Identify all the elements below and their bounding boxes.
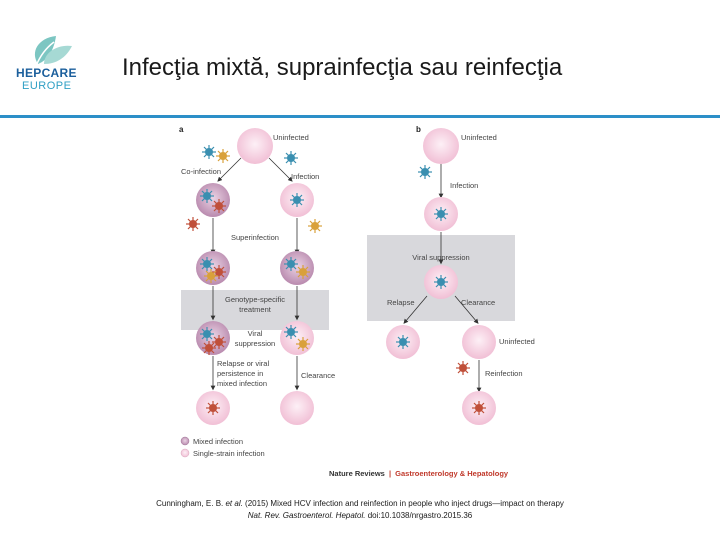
cell-mixed [196,251,230,285]
source-separator: | [389,469,391,478]
virus-yellow-icon [203,268,219,284]
source-credit: Nature Reviews | Gastroenterology & Hepa… [329,469,509,478]
virus-yellow-icon [295,264,311,280]
label-treatment: Genotype-specific [225,295,285,304]
citation-title: (2015) Mixed HCV infection and reinfecti… [242,499,564,508]
label-relapse-b: Relapse [387,298,415,307]
citation-authors: Cunningham, E. B. [156,499,226,508]
label-viral-suppression-b: Viral suppression [412,253,469,262]
page-title: Infecţia mixtă, suprainfecţia sau reinfe… [122,54,563,81]
citation-etal: et al. [225,499,243,508]
virus-red-icon [471,400,487,416]
source-subjournal: Gastroenterology & Hepatology [395,469,509,478]
cell-single [280,321,314,355]
label-reinfection: Reinfection [485,369,523,378]
virus-red-icon [205,400,221,416]
label-viral-suppression-a: suppression [235,339,275,348]
virus-blue-icon [283,324,299,340]
label-relapse-a: Relapse or viral [217,359,269,368]
hepcare-logo-leaf-icon [34,36,72,67]
legend-mixed-swatch [180,436,190,446]
source-journal: Nature Reviews [329,469,385,478]
virus-blue-icon [199,326,215,342]
panel-b-letter: b [416,125,421,134]
virus-yellow-icon [307,218,323,234]
cell-uninfected-b [423,128,459,164]
citation-doi: doi:10.1038/nrgastro.2015.36 [365,511,473,520]
virus-blue-icon [433,274,449,290]
legend-single-swatch [180,448,190,458]
virus-red-icon [185,216,201,232]
label-uninfected-a: Uninfected [273,133,309,142]
label-viral-suppression-a: Viral [248,329,263,338]
label-clearance-a: Clearance [301,371,335,380]
label-clearance-b: Clearance [461,298,495,307]
label-infection-a: Infection [291,172,319,181]
label-infection-b: Infection [450,181,478,190]
label-relapse-a: persistence in [217,369,263,378]
cell-uninfected [280,391,314,425]
virus-blue-icon [199,256,215,272]
panel-a-letter: a [179,125,184,134]
citation-line2: Nat. Rev. Gastroenterol. Hepatol. doi:10… [0,511,720,520]
infection-diagram: a Uninfected Co-infection Infection Supe… [179,125,535,478]
virus-blue-icon [201,144,217,160]
virus-blue-icon [433,206,449,222]
virus-blue-icon [283,256,299,272]
citation-line1: Cunningham, E. B. et al. (2015) Mixed HC… [0,499,720,508]
title-divider [0,115,720,118]
cell-mixed [280,251,314,285]
cell-uninfected [462,325,496,359]
label-uninfected-b: Uninfected [461,133,497,142]
virus-red-icon [455,360,471,376]
virus-blue-icon [199,188,215,204]
label-relapse-a: mixed infection [217,379,267,388]
cell-mixed [196,321,230,355]
legend-single-label: Single-strain infection [193,449,265,458]
label-coinfection: Co-infection [181,167,221,176]
label-uninfected-mid: Uninfected [499,337,535,346]
virus-red-icon [211,198,227,214]
logo-text: HEPCARE [16,66,77,80]
cell-mixed [196,183,230,217]
logo-subtext: EUROPE [22,80,72,92]
virus-yellow-icon [295,336,311,352]
citation-journal: Nat. Rev. Gastroenterol. Hepatol. [247,511,366,520]
virus-blue-icon [283,150,299,166]
virus-red-icon [211,334,227,350]
label-superinfection: Superinfection [231,233,279,242]
virus-blue-icon [417,164,433,180]
virus-yellow-icon [215,148,231,164]
legend-mixed-label: Mixed infection [193,437,243,446]
label-treatment: treatment [239,305,272,314]
virus-blue-icon [395,334,411,350]
cell-uninfected-a [237,128,273,164]
virus-blue-icon [289,192,305,208]
virus-red-icon [201,340,217,356]
